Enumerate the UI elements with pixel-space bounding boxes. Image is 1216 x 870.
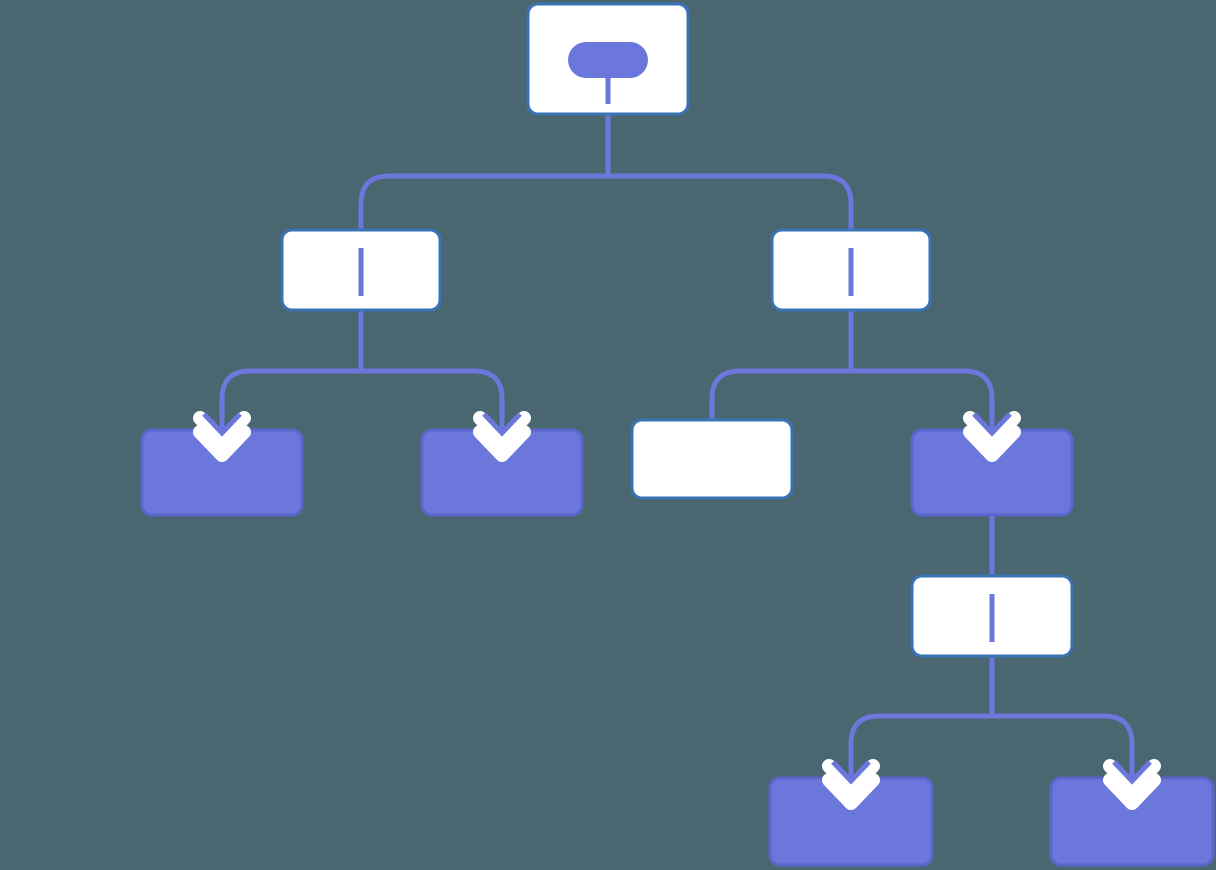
edge-root-to-level1-left [358,173,608,236]
level2-white-c-node-body[interactable] [630,418,794,500]
arrow-into-leaf-right [1103,759,1161,810]
level2-white-c-node[interactable] [630,418,794,500]
arrow-into-leaf-left [822,759,880,810]
arrow-into-branch-d [963,411,1021,462]
edge-level1-left-to-leaf-b [361,368,505,444]
through-lines-layer [358,60,995,642]
edge-level1-right-to-white-c [709,368,851,424]
root-node[interactable] [526,2,690,116]
edge-root-to-level1-right [608,173,854,236]
edge-level3-to-leaf-right [992,713,1135,792]
edge-level3-to-leaf-left [848,713,992,792]
arrow-into-leaf-a [193,411,251,462]
arrows-layer [193,411,1161,810]
edges-layer [219,78,1135,792]
edge-level1-right-to-branch-d [851,368,995,444]
arrow-into-leaf-b [473,411,531,462]
edge-level1-left-to-leaf-a [219,368,361,444]
